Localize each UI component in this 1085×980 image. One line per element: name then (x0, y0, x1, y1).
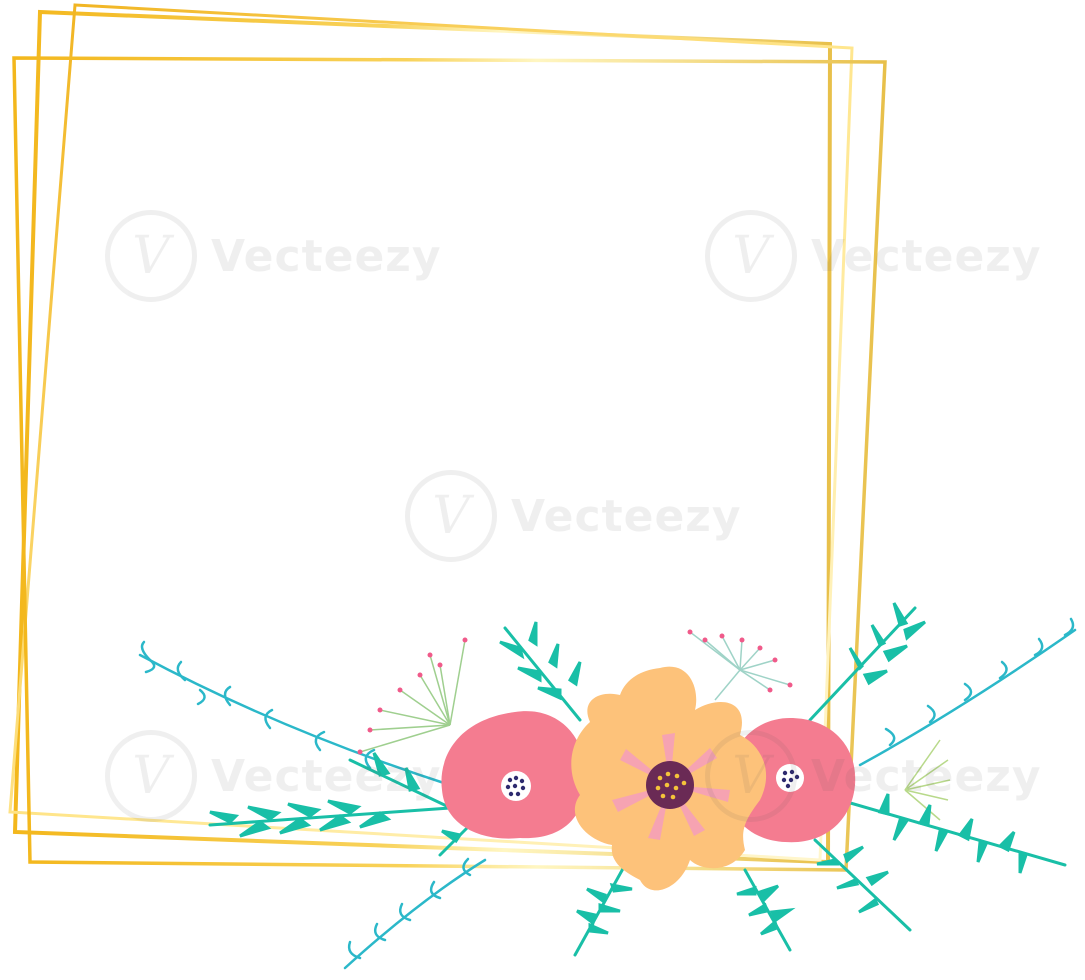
lower-left-vine (343, 857, 487, 970)
dill-sprig-left (359, 639, 466, 753)
dill-sprig-top (689, 631, 791, 701)
leaf-branches (208, 602, 1067, 957)
dill-sprig-right (904, 739, 951, 821)
frame-line-middle (8, 3, 854, 862)
left-vine (138, 640, 452, 787)
pink-flower-left (441, 711, 586, 839)
right-vine (858, 617, 1077, 767)
pink-flower-right (726, 718, 856, 843)
dill-dots-left (357, 637, 468, 755)
yellow-flower-center (571, 666, 767, 891)
dill-dots-top (687, 629, 793, 693)
